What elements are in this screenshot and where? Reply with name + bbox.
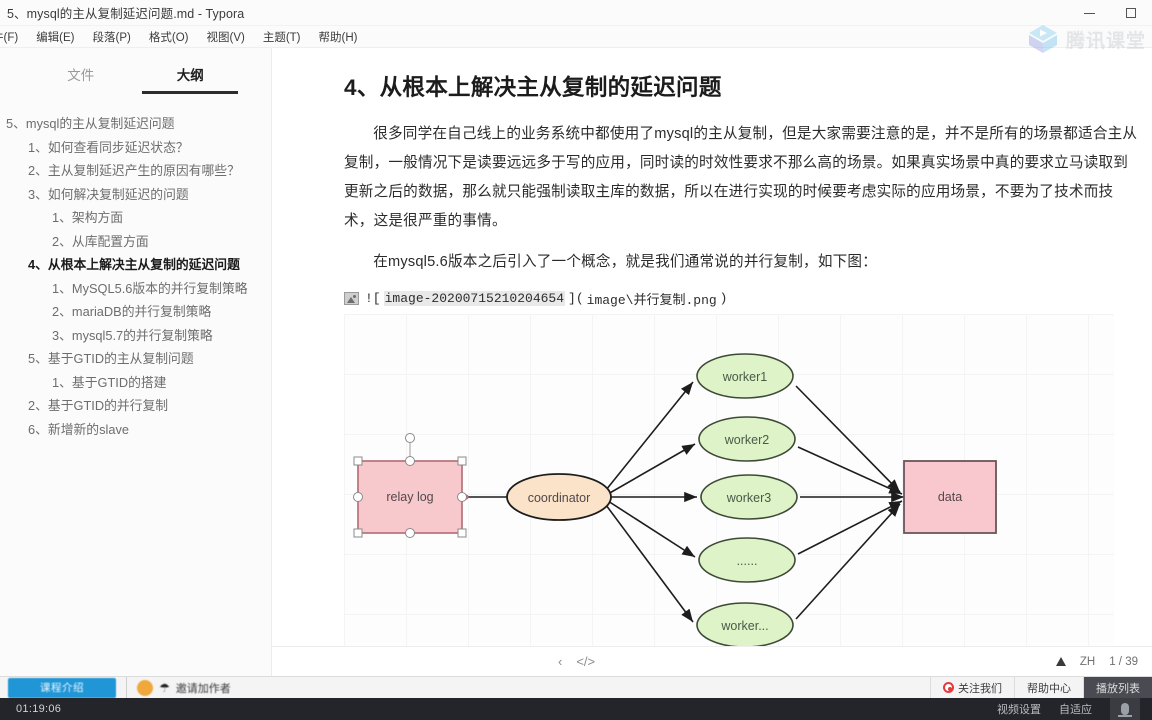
maximize-button[interactable] [1110, 0, 1152, 26]
node-worker1[interactable]: worker1 [696, 353, 794, 399]
sidebar: 文件 大纲 5、mysql的主从复制延迟问题 1、如何查看同步延迟状态？ 2、主从复… [0, 48, 272, 676]
outline-item[interactable]: 3、如何解决复制延迟的问题 [28, 186, 189, 202]
paragraph-2: 在mysql5.6版本之后引入了一个概念，就是我们通常说的并行复制，如下图： [373, 254, 877, 270]
menu-item-file[interactable]: 件(F) [0, 31, 19, 44]
outline-item[interactable]: 5、mysql的主从复制延迟问题 [6, 116, 175, 131]
video-settings-button[interactable]: 视频设置 [997, 704, 1041, 716]
outline-item[interactable]: 5、基于GTID的主从复制问题 [28, 351, 194, 366]
word-counter[interactable]: 1 / 39 [1109, 655, 1138, 668]
selection-handles-relay-log[interactable] [353, 433, 467, 538]
input-language-label[interactable]: ZH [1079, 655, 1096, 668]
minimize-button[interactable] [1068, 0, 1110, 26]
outline-item[interactable]: 1、MySQL5.6版本的并行复制策略 [52, 280, 248, 296]
status-bar: ‹ </> ZH 1 / 39 [272, 646, 1152, 676]
avatar [137, 679, 153, 696]
outline-item[interactable]: 2、从库配置方面 [52, 233, 149, 249]
node-worker1-label: worker1 [722, 370, 768, 384]
source-code-icon[interactable]: </> [576, 654, 596, 669]
toolbar-divider [126, 677, 127, 698]
diagram-canvas: relay log [353, 353, 997, 646]
node-worker-n[interactable]: worker... [696, 602, 794, 646]
md-alt-text: image-20200715210204654 [383, 291, 566, 306]
editor-pane[interactable]: 4、从根本上解决主从复制的延迟问题 很多同学在自己线上的业务系统中都使用了mys… [272, 48, 1152, 676]
outline-list: 5、mysql的主从复制延迟问题 1、如何查看同步延迟状态？ 2、主从复制延迟产生的… [0, 112, 271, 441]
node-worker3[interactable]: worker3 [700, 474, 798, 520]
menu-bar: 件(F) 编辑(E) 段落(P) 格式(O) 视图(V) 主题(T) 帮助(H) [0, 26, 1152, 48]
player-bottom-bar: 01:19:06 视频设置 自适应 [0, 698, 1152, 720]
node-worker3-label: worker3 [726, 491, 772, 505]
sidebar-tabs: 文件 大纲 [0, 58, 271, 94]
outline-item[interactable]: 2、基于GTID的并行复制 [28, 398, 169, 413]
player-toolbar: 课程介绍 ☂ 邀请加作者 关注我们 帮助中心 播放列表 [0, 676, 1152, 698]
player-bottom-right: 视频设置 自适应 [997, 698, 1152, 720]
player-toolbar-right: 关注我们 帮助中心 播放列表 [930, 677, 1152, 698]
md-path: image\并行复制.png [586, 293, 717, 308]
node-coordinator-label: coordinator [528, 491, 591, 505]
paragraph-1: 很多同学在自己线上的业务系统中都使用了mysql的主从复制，但是大家需要注意的是… [344, 126, 1138, 229]
help-center-button[interactable]: 帮助中心 [1014, 677, 1083, 698]
microphone-button[interactable] [1110, 698, 1140, 720]
follow-us-label: 关注我们 [958, 682, 1002, 695]
playlist-button[interactable]: 播放列表 [1083, 677, 1152, 698]
player-teacher-label: 邀请加作者 [175, 682, 231, 695]
md-bang: ![ [365, 291, 381, 306]
player-teacher-info[interactable]: ☂ 邀请加作者 [137, 679, 231, 696]
node-relay-log[interactable]: relay log [357, 460, 463, 534]
md-close: ) [719, 291, 728, 306]
node-worker-n-label: worker... [720, 619, 768, 633]
outline-item[interactable]: 1、架构方面 [52, 210, 124, 225]
edge-group-coordinator-workers [605, 381, 697, 623]
menu-item-help[interactable]: 帮助(H) [318, 31, 358, 44]
node-data-label: data [938, 490, 962, 504]
quality-button[interactable]: 自适应 [1059, 704, 1092, 716]
image-icon [344, 292, 359, 305]
outline-item[interactable]: 2、mariaDB的并行复制策略 [52, 304, 212, 319]
playlist-label: 播放列表 [1096, 682, 1140, 695]
status-bar-left: ‹ </> [558, 654, 595, 669]
menu-item-edit[interactable]: 编辑(E) [36, 31, 75, 44]
back-icon[interactable]: ‹ [558, 654, 563, 669]
window-title: 5、mysql的主从复制延迟问题.md - Typora [7, 7, 245, 21]
tab-files[interactable]: 文件 [67, 68, 95, 83]
node-worker2[interactable]: worker2 [698, 416, 796, 462]
follow-us-button[interactable]: 关注我们 [930, 677, 1014, 698]
editor-scroll-area[interactable]: 4、从根本上解决主从复制的延迟问题 很多同学在自己线上的业务系统中都使用了mys… [272, 48, 1152, 646]
node-relay-log-label: relay log [386, 490, 433, 504]
document-heading: 4、从根本上解决主从复制的延迟问题 [344, 75, 722, 100]
node-coordinator[interactable]: coordinator [506, 473, 612, 521]
microphone-icon [1118, 703, 1132, 717]
node-worker2-label: worker2 [724, 433, 770, 447]
record-dot-icon [943, 682, 954, 693]
edge-group-workers-data [795, 385, 904, 620]
node-data[interactable]: data [903, 460, 997, 534]
help-center-label: 帮助中心 [1027, 682, 1071, 695]
title-bar: 5、mysql的主从复制延迟问题.md - Typora [0, 0, 1152, 26]
node-worker-ellipsis[interactable]: ...... [698, 537, 796, 583]
parallel-replication-diagram[interactable]: relay log [344, 314, 1114, 646]
tab-outline[interactable]: 大纲 [142, 64, 239, 94]
player-tab-course-intro[interactable]: 课程介绍 [8, 677, 116, 698]
warning-icon[interactable] [1055, 657, 1066, 666]
menu-item-paragraph[interactable]: 段落(P) [92, 31, 131, 44]
menu-item-view[interactable]: 视图(V) [206, 31, 245, 44]
menu-item-theme[interactable]: 主题(T) [262, 31, 301, 44]
app-body: 文件 大纲 5、mysql的主从复制延迟问题 1、如何查看同步延迟状态？ 2、主从复… [0, 48, 1152, 676]
md-mid: ]( [568, 291, 584, 306]
outline-item[interactable]: 2、主从复制延迟产生的原因有哪些？ [28, 163, 240, 178]
typora-window: 5、mysql的主从复制延迟问题.md - Typora 件(F) 编辑(E) … [0, 0, 1152, 676]
image-markdown-line[interactable]: ![image-20200715210204654](image\并行复制.pn… [344, 289, 1138, 308]
menu-item-format[interactable]: 格式(O) [148, 31, 189, 44]
outline-item[interactable]: 3、mysql5.7的并行复制策略 [52, 327, 213, 343]
status-bar-right: ZH 1 / 39 [1055, 655, 1138, 668]
speaker-icon: ☂ [159, 680, 170, 695]
outline-item[interactable]: 4、从根本上解决主从复制的延迟问题 [28, 257, 240, 272]
outline-item[interactable]: 1、如何查看同步延迟状态？ [28, 139, 189, 155]
playback-timestamp: 01:19:06 [16, 703, 62, 715]
node-worker-ellipsis-label: ...... [737, 554, 758, 568]
outline-item[interactable]: 6、新增新的slave [28, 421, 129, 437]
window-controls [1068, 0, 1152, 26]
outline-item[interactable]: 1、基于GTID的搭建 [52, 374, 167, 390]
